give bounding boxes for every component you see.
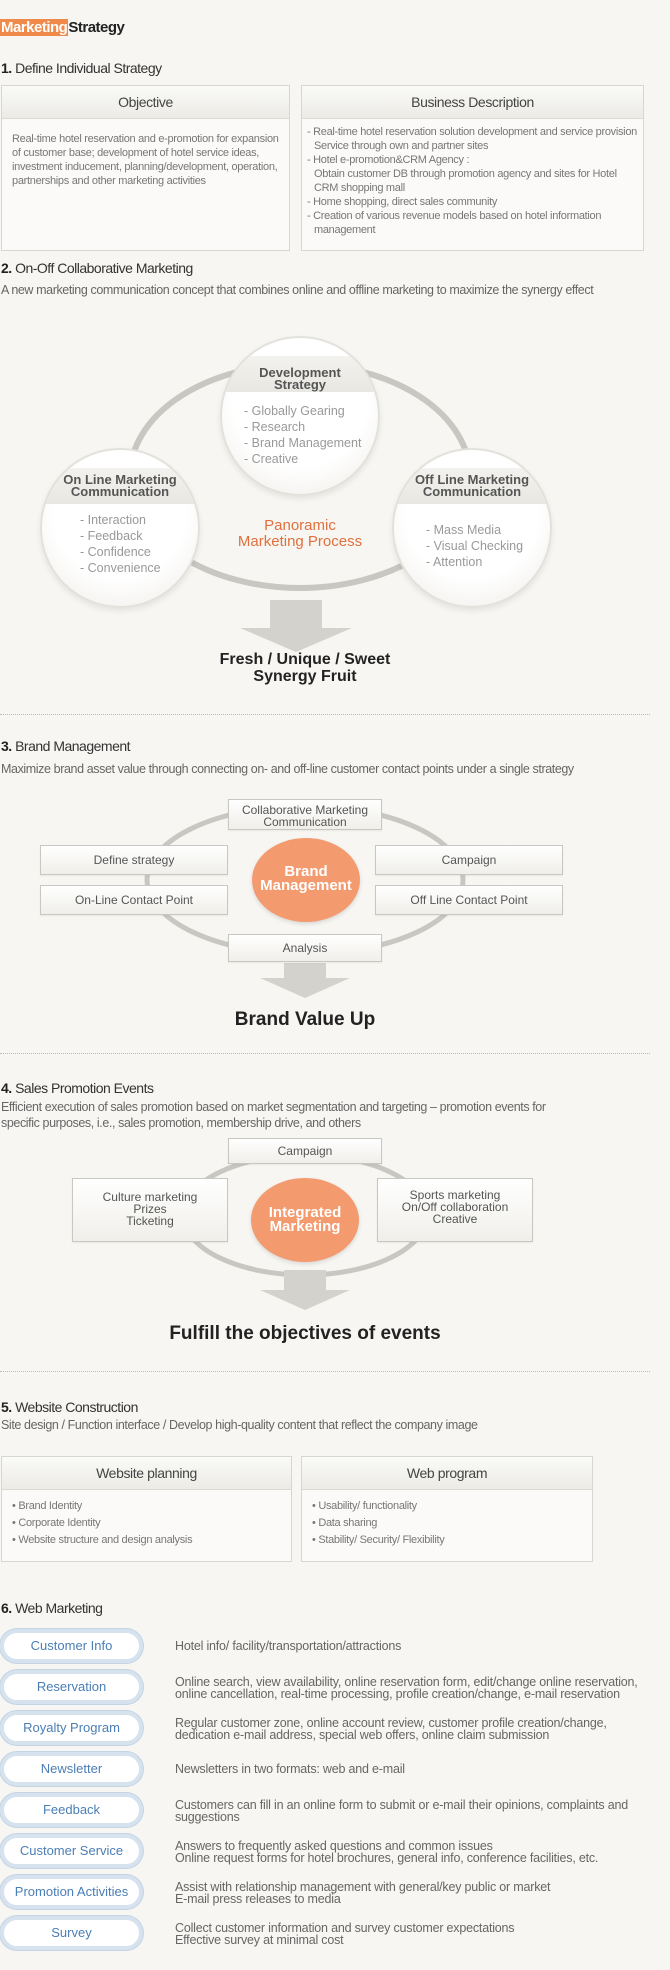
- program-item: • Stability/ Security/ Flexibility: [312, 1534, 445, 1546]
- section-3-heading: 3. Brand Management: [1, 738, 131, 754]
- down-arrow: [240, 600, 352, 652]
- dev-item: - Brand Management: [244, 436, 362, 450]
- dev-item: - Research: [244, 420, 306, 434]
- divider: [0, 1371, 650, 1372]
- sports-marketing-box: Sports marketing On/Off collaboration Cr…: [377, 1178, 533, 1242]
- offline-item: - Mass Media: [426, 523, 502, 537]
- business-line: - Real-time hotel reservation solution d…: [307, 126, 637, 138]
- business-description-box: Business Description - Real-time hotel r…: [301, 85, 644, 251]
- fulfill-objectives-statement: Fulfill the objectives of events: [169, 1323, 441, 1344]
- reservation-button[interactable]: Reservation: [0, 1670, 143, 1704]
- section-5-heading: 5. Website Construction: [1, 1399, 138, 1415]
- section-3-description: Maximize brand asset value through conne…: [1, 762, 574, 776]
- offline-item: - Visual Checking: [426, 539, 524, 553]
- business-line: - Hotel e-promotion&CRM Agency :: [307, 154, 470, 166]
- web-program-box: Web program • Usability/ functionality •…: [301, 1456, 593, 1562]
- section-2-description: A new marketing communication concept th…: [1, 283, 594, 297]
- business-line: Service through own and partner sites: [314, 140, 489, 152]
- online-item: - Convenience: [80, 561, 161, 575]
- section-1-heading: 1. Define Individual Strategy: [1, 60, 162, 76]
- objective-text: Real-time hotel reservation and e-promot…: [12, 133, 279, 187]
- customer-info-button[interactable]: Customer Info: [0, 1629, 143, 1663]
- section-4-heading: 4. Sales Promotion Events: [1, 1080, 154, 1096]
- program-item: • Data sharing: [312, 1517, 378, 1529]
- panoramic-process-label: Panoramic Marketing Process: [237, 517, 363, 550]
- royalty-program-description: Regular customer zone, online account re…: [175, 1716, 607, 1742]
- business-description-header: Business Description: [302, 86, 643, 119]
- divider: [0, 714, 650, 715]
- website-planning-header: Website planning: [2, 1457, 291, 1490]
- promotion-activities-description: Assist with relationship management with…: [175, 1880, 551, 1906]
- business-line: Obtain customer DB through promotion age…: [314, 168, 617, 194]
- planning-item: • Corporate Identity: [12, 1517, 101, 1529]
- down-arrow: [260, 1270, 350, 1310]
- dev-item: - Globally Gearing: [244, 404, 345, 418]
- collaborative-marketing-box: Collaborative Marketing Communication: [228, 799, 382, 830]
- customer-info-description: Hotel info/ facility/transportation/attr…: [175, 1639, 402, 1653]
- program-item: • Usability/ functionality: [312, 1500, 417, 1512]
- website-planning-box: Website planning • Brand Identity • Corp…: [1, 1456, 292, 1562]
- online-item: - Feedback: [80, 529, 143, 543]
- planning-item: • Website structure and design analysis: [12, 1534, 193, 1546]
- integrated-marketing-center: Integrated Marketing: [251, 1178, 359, 1262]
- development-strategy-circle: Development Strategy - Globally Gearing …: [220, 336, 380, 496]
- feedback-button[interactable]: Feedback: [0, 1793, 143, 1827]
- down-arrow: [260, 963, 350, 998]
- offline-marketing-circle: Off Line Marketing Communication - Mass …: [392, 448, 552, 608]
- define-strategy-box: Define strategy: [40, 845, 228, 875]
- offline-item: - Attention: [426, 555, 483, 569]
- business-line: - Creation of various revenue models bas…: [307, 210, 602, 236]
- page-title: MarketingStrategy: [0, 19, 125, 36]
- customer-service-button[interactable]: Customer Service: [0, 1834, 143, 1868]
- newsletter-description: Newsletters in two formats: web and e-ma…: [175, 1762, 405, 1776]
- survey-description: Collect customer information and survey …: [175, 1921, 515, 1947]
- royalty-program-button[interactable]: Royalty Program: [0, 1711, 143, 1745]
- section-5-description: Site design / Function interface / Devel…: [1, 1418, 478, 1432]
- planning-item: • Brand Identity: [12, 1500, 82, 1512]
- promotion-activities-button[interactable]: Promotion Activities: [0, 1875, 143, 1909]
- dev-item: - Creative: [244, 452, 299, 466]
- campaign-box: Campaign: [228, 1138, 382, 1164]
- survey-button[interactable]: Survey: [0, 1916, 143, 1950]
- objective-header: Objective: [2, 86, 289, 119]
- analysis-box: Analysis: [228, 934, 382, 962]
- online-contact-point-box: On-Line Contact Point: [40, 885, 228, 915]
- section-6-heading: 6. Web Marketing: [1, 1600, 103, 1616]
- customer-service-description: Answers to frequently asked questions an…: [175, 1839, 599, 1865]
- brand-management-center: Brand Management: [252, 838, 360, 922]
- objective-box: Objective Real-time hotel reservation an…: [1, 85, 290, 251]
- section-4-description: Efficient execution of sales promotion b…: [1, 1100, 546, 1130]
- divider: [0, 1053, 650, 1054]
- feedback-description: Customers can fill in an online form to …: [175, 1798, 628, 1824]
- online-item: - Interaction: [80, 513, 147, 527]
- reservation-description: Online search, view availability, online…: [175, 1675, 638, 1701]
- online-marketing-circle: On Line Marketing Communication - Intera…: [40, 448, 200, 608]
- brand-value-up-statement: Brand Value Up: [234, 1009, 376, 1030]
- offline-contact-point-box: Off Line Contact Point: [375, 885, 563, 915]
- section-2-heading: 2. On-Off Collaborative Marketing: [1, 260, 193, 276]
- web-program-header: Web program: [302, 1457, 592, 1490]
- online-item: - Confidence: [80, 545, 151, 559]
- newsletter-button[interactable]: Newsletter: [0, 1752, 143, 1786]
- culture-marketing-box: Culture marketing Prizes Ticketing: [72, 1178, 228, 1242]
- business-line: - Home shopping, direct sales community: [307, 196, 498, 208]
- synergy-fruit-statement: Fresh / Unique / Sweet Synergy Fruit: [219, 651, 391, 685]
- campaign-box: Campaign: [375, 845, 563, 875]
